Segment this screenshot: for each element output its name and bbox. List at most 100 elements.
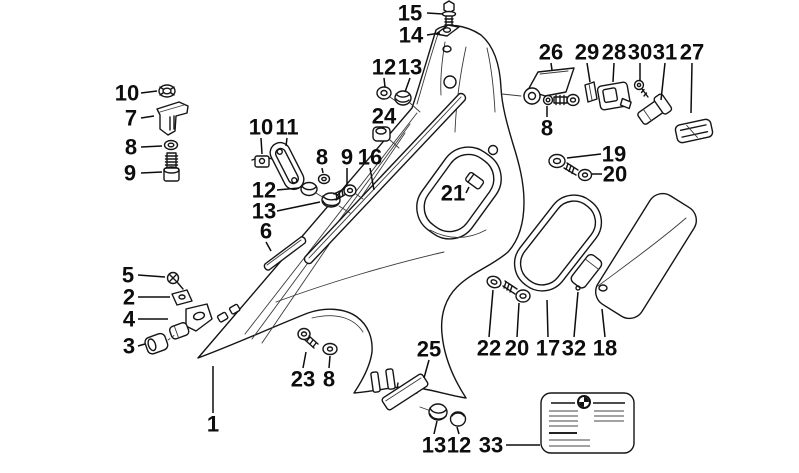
part-17-oval-gasket xyxy=(513,194,603,292)
leader-line-32 xyxy=(573,291,579,338)
part-24-nut xyxy=(372,126,400,149)
fairing-stud xyxy=(216,311,229,323)
leader-line-7 xyxy=(140,115,155,119)
part-label-30: 30 xyxy=(628,40,652,65)
part-label-15: 15 xyxy=(398,1,422,26)
part-label-2: 2 xyxy=(123,285,135,310)
part-label-26: 26 xyxy=(539,40,563,65)
leader-line-18 xyxy=(601,308,606,338)
leader-line-20-bottom xyxy=(516,302,520,338)
leader-line-6 xyxy=(265,241,272,252)
part-29-blade-clip xyxy=(584,81,598,103)
leader-line-10-topleft xyxy=(140,90,158,94)
part-label-25: 25 xyxy=(417,337,441,362)
part-label-7: 7 xyxy=(125,106,137,131)
part-10-cage-nut-mid xyxy=(251,155,273,168)
leader-line-8-mid xyxy=(321,167,324,174)
part-label-22: 22 xyxy=(477,336,501,361)
leader-line-19 xyxy=(566,153,602,159)
part-6-molding-strip xyxy=(263,236,307,271)
fairing-hole xyxy=(487,144,499,156)
part-10-flange-nut-topleft xyxy=(158,84,176,98)
part-label-10-mid: 10 xyxy=(249,115,273,140)
part-label-29: 29 xyxy=(575,40,599,65)
part-label-12-mid: 12 xyxy=(252,178,276,203)
part-21-latch xyxy=(465,171,485,190)
leader-line-26 xyxy=(550,62,553,71)
bmw-roundel-icon xyxy=(577,395,591,409)
part-8-washer-left xyxy=(163,139,179,151)
part-8-washer-bracket xyxy=(542,94,554,106)
part-4-bracket xyxy=(168,303,213,340)
part-8-washer-bottom xyxy=(322,342,338,356)
part-22-washer xyxy=(486,275,502,289)
part-13-grommet-top xyxy=(394,90,421,113)
part-label-13-mid: 13 xyxy=(252,199,276,224)
fairing-stud xyxy=(228,303,241,315)
part-13-grommet-bottom xyxy=(428,403,448,421)
leader-line-13-mid xyxy=(276,201,321,212)
leader-line-9-left xyxy=(140,171,163,174)
part-label-24: 24 xyxy=(372,104,397,129)
part-26-bracket-assembly xyxy=(501,67,580,107)
part-9-bolt-left xyxy=(163,152,180,182)
part-32-sleeve xyxy=(570,253,603,291)
part-label-23: 23 xyxy=(291,367,315,392)
leader-line-21 xyxy=(465,186,470,194)
leader-line-22 xyxy=(488,289,494,338)
part-5-screw xyxy=(166,271,184,290)
leader-line-8-left xyxy=(140,145,163,148)
part-27-spring-clip xyxy=(674,118,714,144)
part-label-19: 19 xyxy=(602,142,626,167)
part-label-1: 1 xyxy=(207,412,219,437)
leader-line-12-top xyxy=(383,77,386,88)
part-label-9-mid: 9 xyxy=(341,145,353,170)
leader-line-10-mid xyxy=(260,137,263,155)
leader-line-23 xyxy=(302,351,307,369)
part-label-6: 6 xyxy=(260,219,272,244)
part-label-13-bottom: 13 xyxy=(422,433,446,458)
part-16-molding-strip xyxy=(303,92,467,265)
leader-line-11 xyxy=(285,137,288,147)
part-label-31: 31 xyxy=(653,40,677,65)
leader-line-16 xyxy=(369,167,375,191)
part-label-21: 21 xyxy=(441,181,465,206)
part-20-bolt-right xyxy=(563,162,593,182)
fairing-hole xyxy=(443,75,457,89)
part-label-5: 5 xyxy=(122,263,134,288)
fairing-tab xyxy=(370,371,381,393)
part-label-11: 11 xyxy=(275,115,298,140)
part-25-rubber-strip xyxy=(381,373,432,412)
leader-line-3 xyxy=(137,343,146,347)
leader-line-24 xyxy=(381,126,385,129)
part-label-4: 4 xyxy=(123,307,136,332)
part-label-8-bracket: 8 xyxy=(541,116,553,141)
leader-line-17 xyxy=(546,299,549,338)
part-label-12-top: 12 xyxy=(372,55,396,80)
part-label-17: 17 xyxy=(536,336,560,361)
part-3-rubber-sleeve xyxy=(144,332,177,355)
part-label-14: 14 xyxy=(399,23,424,48)
leader-line-13-bottom xyxy=(433,420,438,435)
part-label-28: 28 xyxy=(602,40,626,65)
part-9-screw-mid xyxy=(333,184,364,201)
part-20-bolt-bottom xyxy=(502,280,531,303)
fairing-tab xyxy=(385,368,396,390)
part-2-clip-plate xyxy=(171,289,193,306)
leader-line-29 xyxy=(586,62,591,83)
part-label-27: 27 xyxy=(680,40,704,65)
leader-line-27 xyxy=(690,62,693,114)
leader-line-5 xyxy=(137,274,166,278)
part-23-screw xyxy=(297,327,319,349)
leader-line-13-top xyxy=(404,77,411,93)
leader-line-14 xyxy=(426,32,441,36)
part-18-side-cover-panel xyxy=(595,192,697,320)
leader-line-12-bottom xyxy=(456,426,460,435)
part-label-13-top: 13 xyxy=(398,55,422,80)
part-label-9-left: 9 xyxy=(124,161,136,186)
part-label-32: 32 xyxy=(562,336,586,361)
part-7-clamp-bracket xyxy=(156,101,189,136)
part-28-lock-body xyxy=(596,81,632,111)
